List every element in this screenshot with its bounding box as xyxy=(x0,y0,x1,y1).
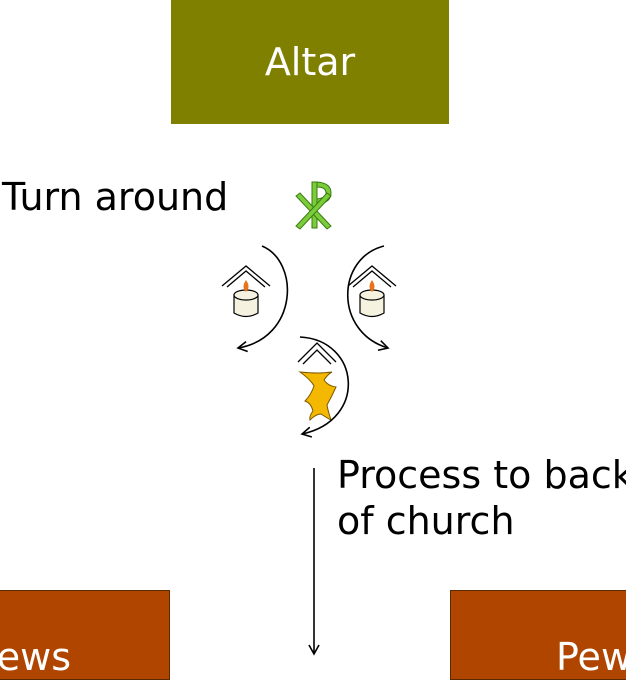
cross-icon xyxy=(297,342,337,421)
turn-around-label: Turn around xyxy=(2,175,229,219)
altar-label: Altar xyxy=(264,40,356,84)
turn-arrow-right xyxy=(346,245,390,352)
turn-arrow-left xyxy=(236,245,289,353)
process-label-line1: Process to back xyxy=(337,453,626,497)
chi-rho-icon xyxy=(295,181,332,230)
altar-box: Altar xyxy=(171,0,449,124)
candle-icon xyxy=(347,265,397,318)
turn-arrow-cross xyxy=(299,336,350,438)
procession-diagram xyxy=(221,181,397,656)
process-label: Process to back of church xyxy=(337,452,626,544)
candle-icon xyxy=(221,265,271,318)
process-label-line2: of church xyxy=(337,499,515,543)
